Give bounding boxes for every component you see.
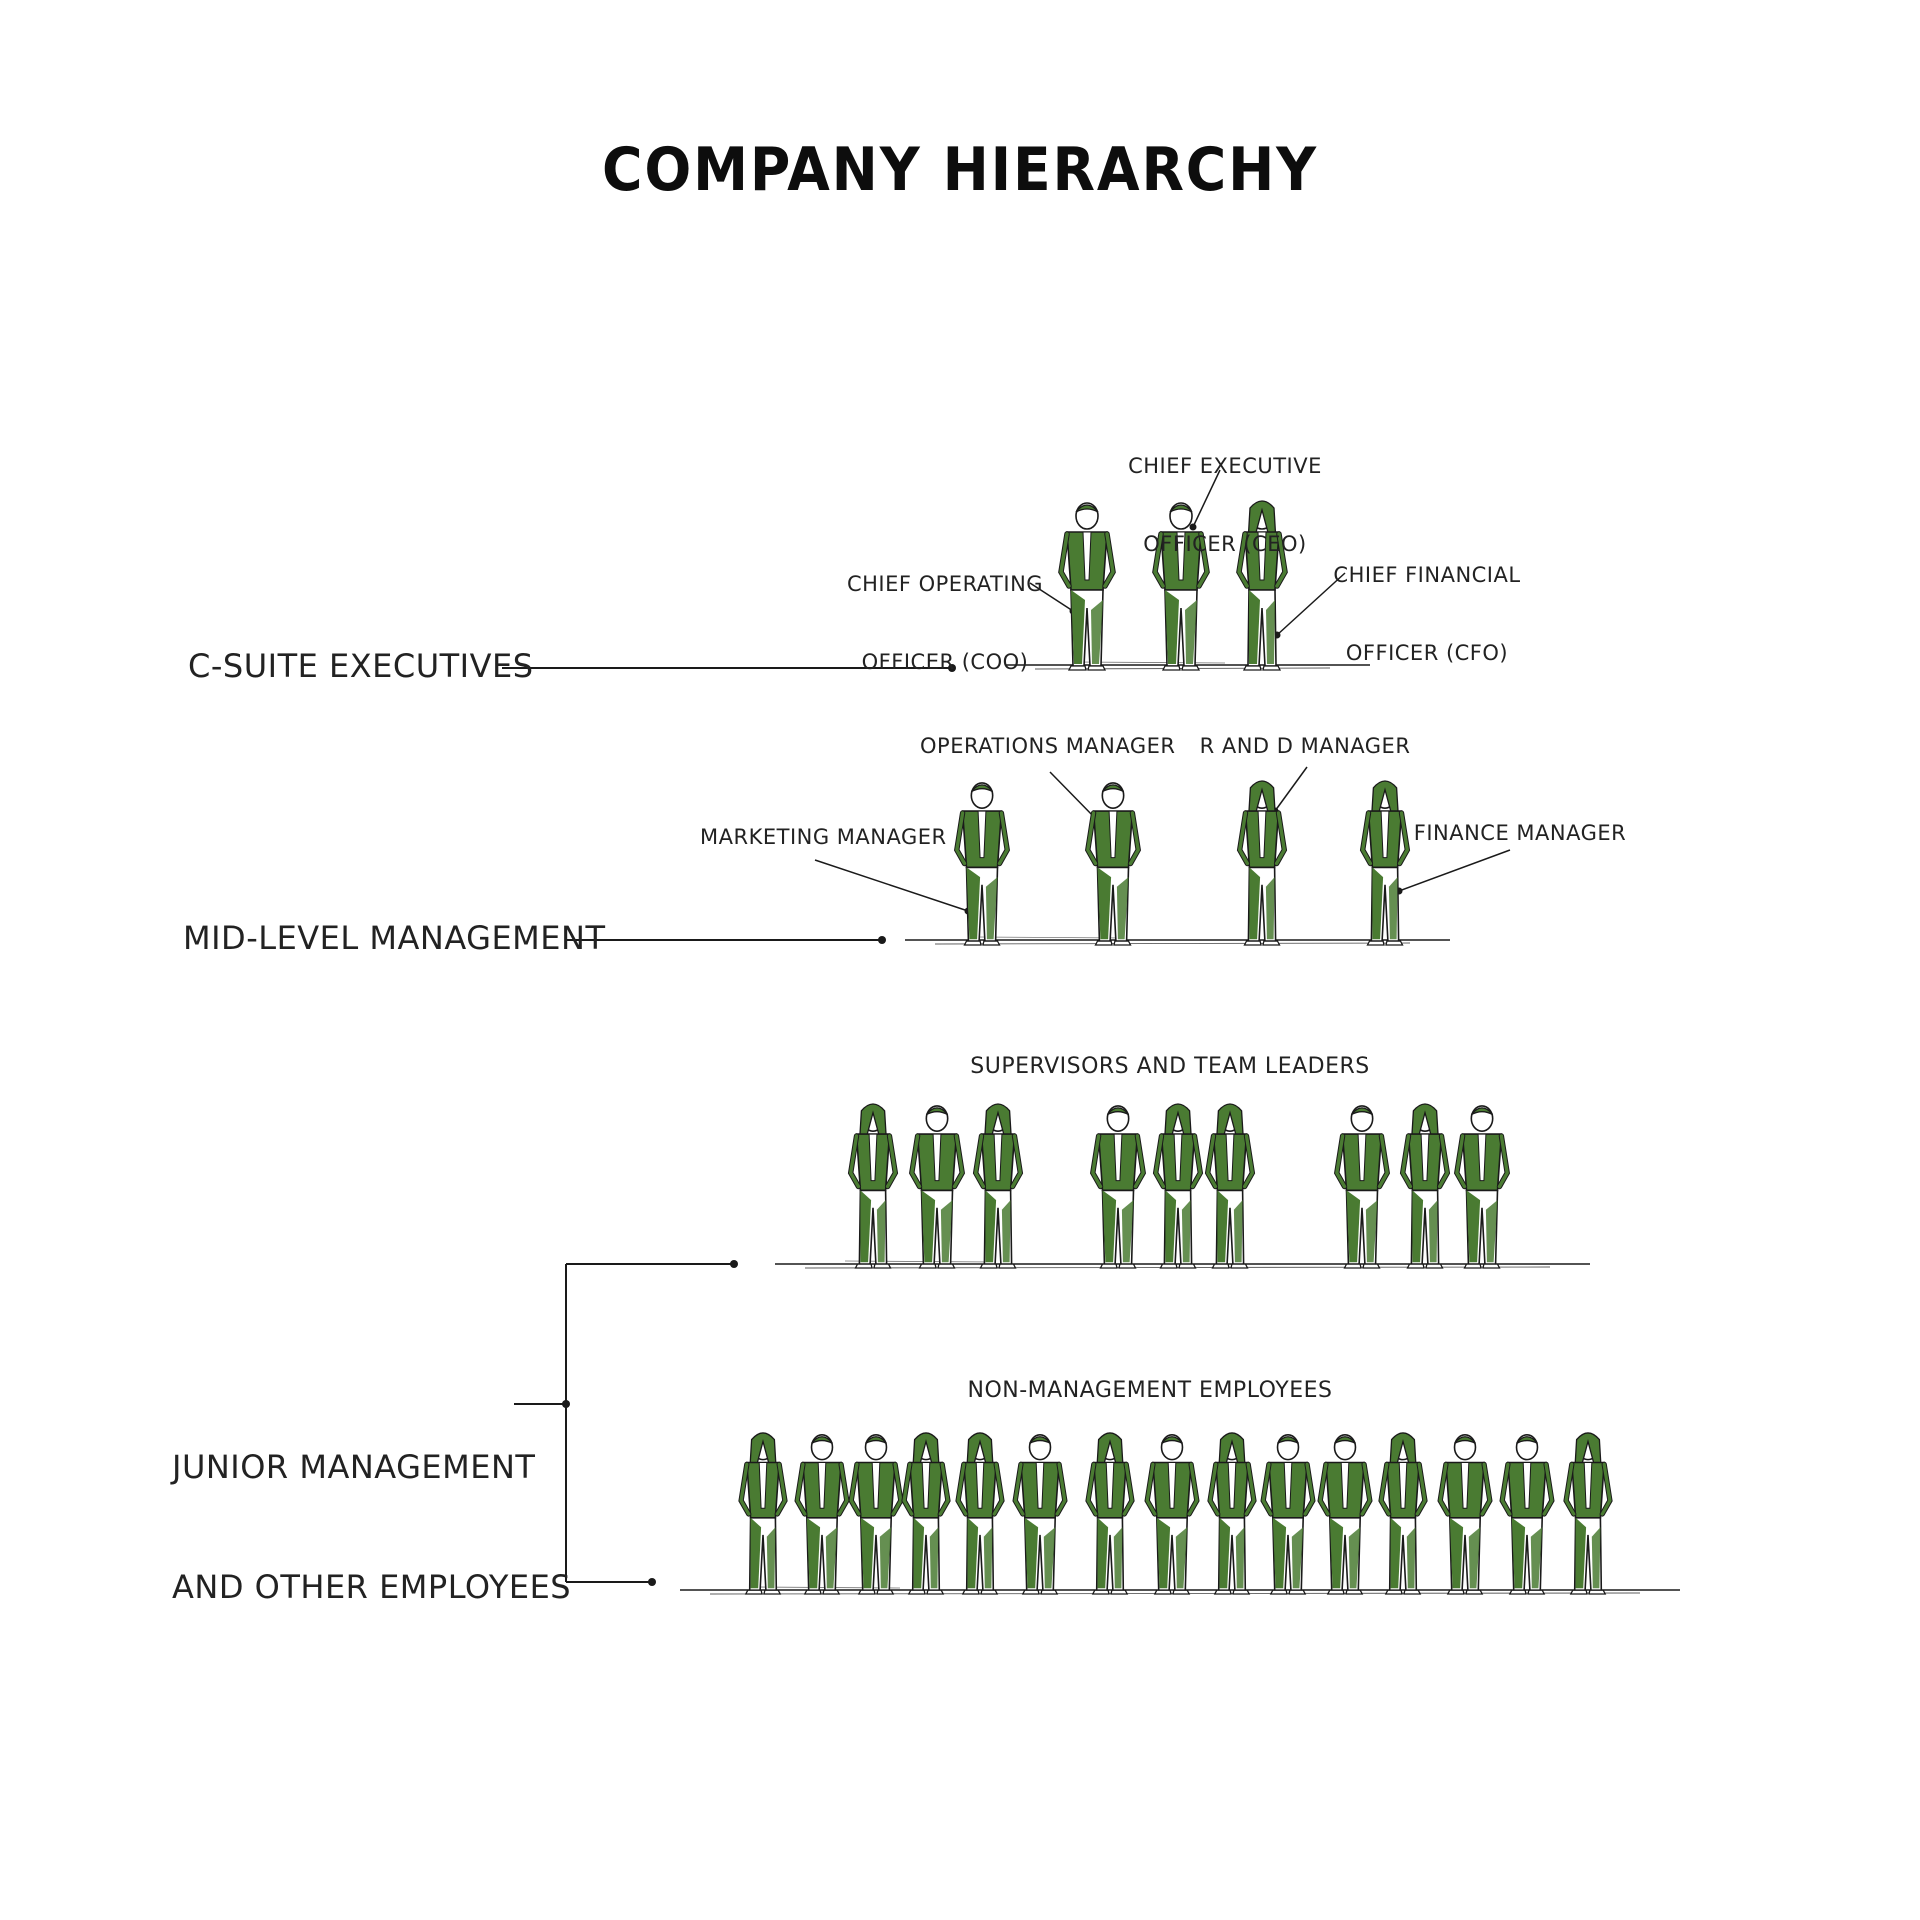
supervisor-figure [1334,1105,1390,1269]
rnd-manager-label: R AND D MANAGER [1199,734,1411,758]
marketing-callout-line [814,859,969,912]
ceo-label-line-2: OFFICER (CEO) [1143,532,1307,557]
junior-label-line-1: JUNIOR MANAGEMENT [172,1448,536,1486]
ceo-figure [1152,502,1210,671]
coo-callout-line [1029,582,1074,612]
ceo-label: CHIEF EXECUTIVE OFFICER (CEO) [1125,400,1325,610]
finance-manager-figure [1359,780,1411,946]
operations-manager-label: OPERATIONS MANAGER [920,734,1176,758]
supervisor-figure [847,1103,899,1269]
employee-figure [1144,1434,1200,1595]
coo-figure [1058,502,1116,671]
ceo-callout-line [1192,469,1221,528]
rnd-callout-line [1274,766,1308,812]
c-suite-connector-dot [948,664,956,672]
supervisors-connector-dot [730,1260,738,1268]
finance-callout-line [1398,849,1511,892]
cfo-label-line-2: OFFICER (CFO) [1345,641,1509,666]
mid-level-label: MID-LEVEL MANAGEMENT [183,919,606,957]
operations-manager-figure [1085,782,1141,946]
employee-figure [848,1434,904,1595]
supervisors-label: SUPERVISORS AND TEAM LEADERS [970,1054,1370,1079]
supervisor-figure [1454,1105,1510,1269]
cfo-label-line-1: CHIEF FINANCIAL [1333,562,1521,587]
employee-figure [1085,1432,1135,1595]
employee-figure [1437,1434,1493,1595]
diagram-title: COMPANY HIERARCHY [601,135,1318,205]
coo-label-line-1: CHIEF OPERATING [846,571,1044,596]
marketing-manager-figure [954,782,1010,946]
employee-figure [738,1432,788,1595]
finance-manager-label: FINANCE MANAGER [1413,821,1627,845]
supervisor-figure [1152,1103,1204,1269]
supervisor-figure [1090,1105,1146,1269]
employees-connector-dot [648,1578,656,1586]
coo-label: CHIEF OPERATING OFFICER (COO) [845,518,1045,728]
supervisor-figure [909,1105,965,1269]
cfo-figure [1236,500,1288,671]
employee-figure [955,1432,1005,1595]
employee-figure [794,1434,850,1595]
cfo-label: CHIEF FINANCIAL OFFICER (CFO) [1327,509,1527,719]
c-suite-label: C-SUITE EXECUTIVES [188,647,534,685]
ceo-callout-dot [1189,523,1197,531]
mid-level-connector-dot [878,936,886,944]
employees-label: NON-MANAGEMENT EMPLOYEES [967,1378,1333,1403]
employee-figure [1563,1432,1613,1595]
junior-label: JUNIOR MANAGEMENT AND OTHER EMPLOYEES [172,1367,571,1687]
junior-bracket-dot [562,1400,570,1408]
operations-callout-line [1049,771,1098,821]
junior-bracket [514,1263,734,1583]
junior-label-line-2: AND OTHER EMPLOYEES [172,1568,572,1606]
ceo-label-line-1: CHIEF EXECUTIVE [1128,453,1322,478]
supervisor-figure [1204,1103,1256,1269]
employee-figure [901,1432,951,1595]
employee-figure [1317,1434,1373,1595]
employee-figure [1012,1434,1068,1595]
marketing-manager-label: MARKETING MANAGER [700,825,947,849]
supervisor-figure [972,1103,1024,1269]
rnd-manager-figure [1236,780,1288,946]
supervisor-figure [1399,1103,1451,1269]
employee-figure [1207,1432,1257,1595]
cfo-callout-line [1276,572,1346,636]
coo-label-line-2: OFFICER (COO) [861,650,1029,675]
employee-figure [1499,1434,1555,1595]
employee-figure [1260,1434,1316,1595]
employee-figure [1378,1432,1428,1595]
